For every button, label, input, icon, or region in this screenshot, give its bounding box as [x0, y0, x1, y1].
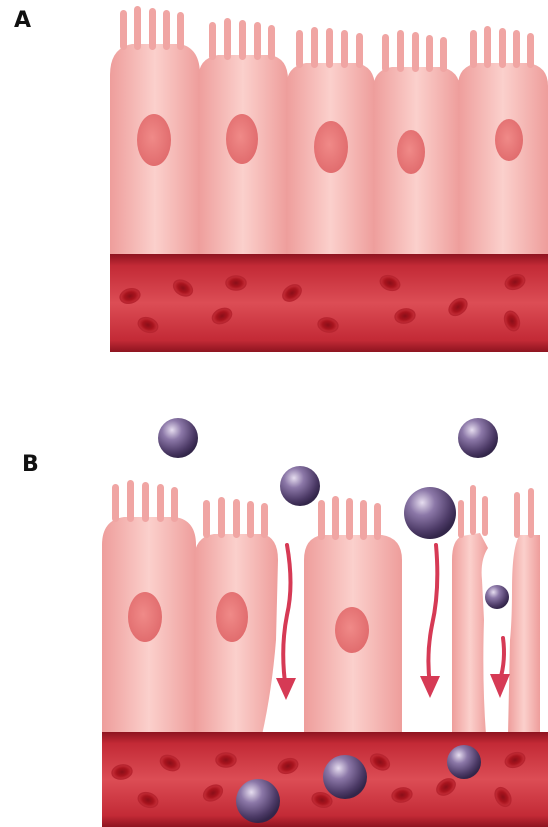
nucleus-icon [226, 114, 258, 164]
nanoparticle-icon [236, 779, 280, 823]
red-blood-cell-icon [226, 276, 246, 290]
blood-vessel-a [110, 254, 548, 352]
nanoparticle-icon [158, 418, 198, 458]
epithelium-a [110, 6, 548, 255]
panel-b [102, 418, 548, 827]
nanoparticle-icon [458, 418, 498, 458]
epithelial-cell-icon [194, 497, 278, 735]
nanoparticle-icon [280, 466, 320, 506]
epithelial-cell-icon [508, 488, 540, 735]
nucleus-icon [216, 592, 248, 642]
panel-label-a: A [14, 8, 31, 33]
epithelium-b [102, 480, 540, 735]
panel-a [110, 6, 548, 352]
nucleus-icon [495, 119, 523, 161]
nanoparticle-icon [404, 487, 456, 539]
epithelial-cell-icon [110, 6, 200, 255]
nucleus-icon [128, 592, 162, 642]
epithelial-cell-icon [198, 18, 288, 255]
nucleus-icon [137, 114, 171, 166]
nucleus-icon [335, 607, 369, 653]
epithelial-cell-icon [452, 485, 488, 735]
epithelial-cell-icon [102, 480, 196, 735]
epithelial-cell-icon [373, 30, 460, 255]
epithelial-cell-icon [286, 27, 375, 255]
epithelial-cell-icon [458, 26, 548, 255]
panel-label-b: B [22, 452, 39, 477]
arrow-down-icon [490, 638, 510, 698]
epithelial-cell-icon [304, 496, 402, 735]
nucleus-icon [314, 121, 348, 173]
nucleus-icon [397, 130, 425, 174]
nanoparticle-icon [485, 585, 509, 609]
arrow-down-icon [276, 545, 296, 700]
nanoparticle-icon [323, 755, 367, 799]
arrow-down-icon [420, 545, 440, 698]
nanoparticle-icon [447, 745, 481, 779]
red-blood-cell-icon [216, 753, 236, 767]
